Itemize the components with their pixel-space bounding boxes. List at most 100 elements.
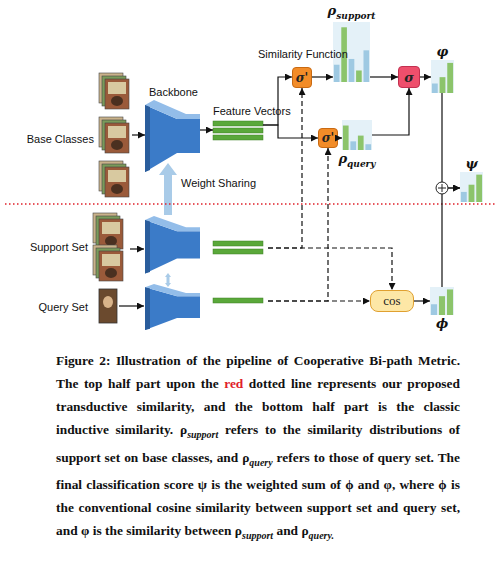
caption-word: to	[314, 450, 325, 465]
sum-symbol	[438, 188, 446, 189]
caption-word: classes,	[171, 450, 212, 465]
caption-word: classification	[86, 477, 160, 492]
caption-word: represents	[317, 376, 376, 391]
histogram	[460, 172, 483, 202]
caption-word: final	[56, 477, 82, 492]
symbol: ρ	[328, 3, 337, 18]
caption-word: the	[203, 353, 221, 368]
caption-word: of	[449, 422, 460, 437]
node-label: Support Set	[30, 241, 88, 253]
caption-word: Metric.	[418, 353, 460, 368]
query-image-face	[103, 296, 113, 308]
feature-vectors-node: Feature Vectors	[213, 119, 263, 143]
image-stack	[93, 245, 123, 281]
query-image	[99, 289, 117, 323]
node-label: Feature Vectors	[213, 105, 291, 117]
backbone-symbol	[145, 284, 200, 330]
caption-word: is	[211, 477, 220, 492]
histogram-background	[342, 120, 372, 150]
input-arrow	[130, 248, 144, 249]
caption-word: dotted	[249, 376, 285, 391]
cosine-box: cos	[370, 290, 414, 312]
connector-group	[132, 77, 460, 301]
caption-word: and	[377, 500, 399, 515]
image-stack	[99, 117, 129, 153]
subscript: support	[336, 11, 375, 21]
node-label: σ'	[293, 68, 311, 87]
histogram-node: ϕ	[430, 287, 454, 315]
caption-word: φ	[81, 523, 89, 538]
caption-word: of	[330, 477, 341, 492]
subscript: query	[249, 456, 272, 467]
caption-word: of	[186, 353, 197, 368]
connector	[312, 76, 333, 77]
histogram-background	[460, 172, 483, 202]
symbol: ρ	[338, 151, 347, 166]
caption-word: to	[265, 422, 276, 437]
caption-word: cosine	[156, 500, 191, 515]
subscript: query.	[309, 530, 334, 541]
feature-bar	[213, 128, 263, 133]
caption-word: on	[124, 450, 138, 465]
caption-word: is	[93, 523, 102, 538]
image-stack	[99, 161, 129, 197]
caption-word: inductive	[56, 422, 109, 437]
node-label: σ	[399, 67, 419, 87]
caption-word: The	[56, 376, 78, 391]
caption-word: is	[451, 477, 460, 492]
caption-word: half	[108, 376, 130, 391]
caption-word: similarity	[126, 523, 181, 538]
similarity-function-box: σ'	[292, 67, 312, 88]
backbone-symbol	[145, 216, 200, 274]
caption-word: and	[217, 450, 239, 465]
histogram-bar	[461, 192, 467, 202]
caption-word: and	[276, 523, 298, 538]
caption-word: red	[224, 376, 243, 391]
node-label: Backbone	[149, 86, 198, 98]
figure-caption: Figure 2: Illustration of the pipeline o…	[56, 349, 460, 547]
feature-bar	[213, 249, 263, 254]
caption-word: those	[329, 450, 359, 465]
caption-word: ψ	[198, 477, 207, 492]
symbol: ρ	[180, 422, 187, 437]
histogram-bar	[439, 296, 445, 315]
caption-word: set.	[415, 450, 434, 465]
subscript: query	[347, 159, 376, 169]
annotation-label: Weight Sharing	[181, 177, 256, 189]
caption-word: 2:	[99, 353, 110, 368]
feature-bar	[213, 298, 263, 303]
caption-word: top	[84, 376, 103, 391]
histogram-bar	[350, 141, 356, 150]
connector	[442, 93, 460, 188]
caption-word: similarity	[196, 500, 251, 515]
weight-sharing-arrow	[165, 273, 171, 287]
histogram-bar	[432, 83, 438, 93]
symbol: ρ	[235, 523, 242, 538]
histogram-node: ψ	[460, 172, 483, 202]
caption-word: similarity.	[116, 422, 174, 437]
node-label: Query Set	[38, 301, 88, 313]
query-set-row: Query Set	[92, 286, 268, 328]
connector	[263, 125, 318, 138]
feature-bar	[213, 121, 263, 126]
histogram-node: φ	[431, 60, 454, 93]
node-label: σ'	[319, 129, 337, 147]
connector	[372, 88, 409, 135]
connector	[268, 248, 392, 290]
image-stack	[93, 213, 123, 249]
histogram-bar	[447, 289, 453, 315]
histogram-background	[431, 60, 454, 93]
histogram-bar	[358, 136, 364, 150]
similarity-function-box: σ'	[318, 128, 338, 148]
caption-word: weighted	[246, 477, 297, 492]
connector	[268, 148, 328, 301]
node-label: ψ	[465, 156, 477, 171]
node-label: φ	[437, 44, 449, 59]
feature-bar	[213, 135, 263, 140]
histogram	[342, 120, 372, 150]
annotation-label: Similarity Function	[258, 48, 348, 60]
caption-word: Bi-path	[369, 353, 412, 368]
feature-bar	[213, 241, 263, 246]
histogram-bar	[343, 126, 349, 150]
caption-word: line	[291, 376, 312, 391]
